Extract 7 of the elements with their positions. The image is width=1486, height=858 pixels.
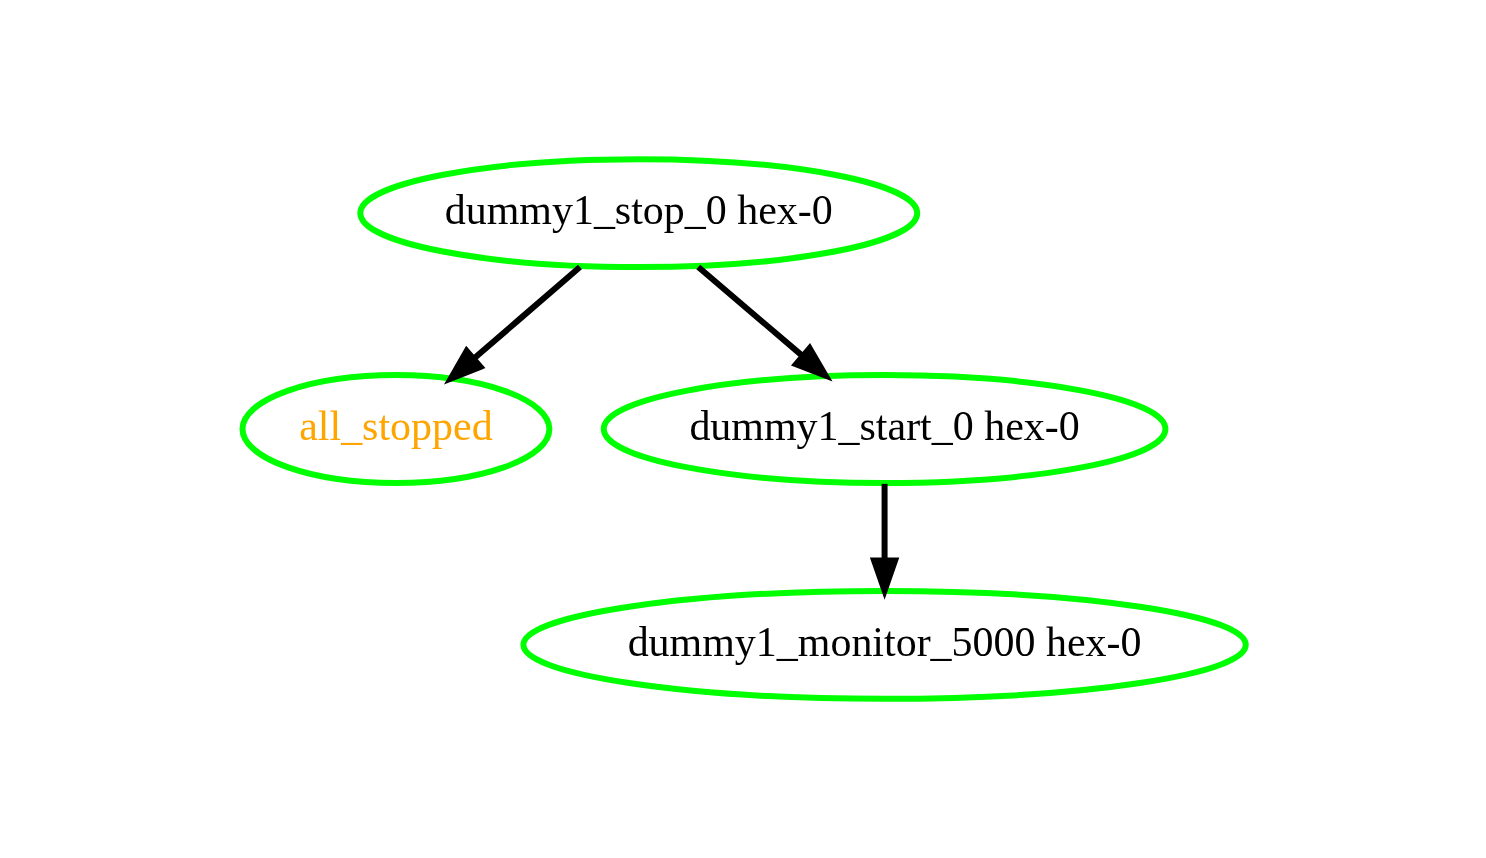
arrow: [869, 483, 899, 600]
arrow: [695, 264, 832, 382]
node-ellipse: dummy1_monitor_5000 hex-0: [519, 587, 1249, 702]
arrow: [443, 264, 582, 385]
node-ellipse: dummy1_stop_0 hex-0: [356, 156, 920, 271]
node-ellipse: dummy1_start_0 hex-0: [600, 372, 1168, 486]
node-ellipse: all_stopped: [238, 372, 552, 486]
